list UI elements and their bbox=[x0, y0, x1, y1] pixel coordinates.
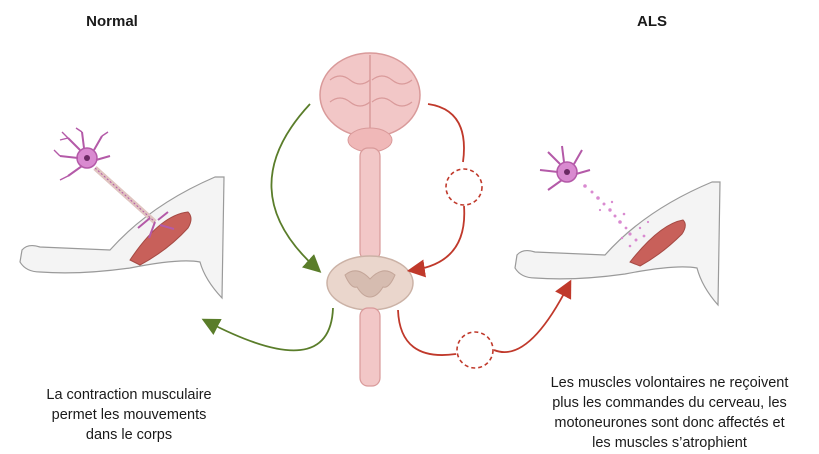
normal-caption-line: permet les mouvements bbox=[0, 405, 258, 425]
spinal-cord-section bbox=[327, 256, 413, 310]
normal-caption-line: La contraction musculaire bbox=[0, 385, 258, 405]
spinal-cord-upper bbox=[360, 148, 380, 260]
als-neuron bbox=[540, 146, 590, 190]
normal-caption: La contraction musculaire permet les mou… bbox=[0, 385, 258, 445]
als-caption-line: plus les commandes du cerveau, les bbox=[520, 393, 819, 413]
brain-to-spine-arrow-als-top bbox=[428, 104, 464, 162]
als-caption-line: motoneurones sont donc affectés et bbox=[520, 413, 819, 433]
brain-illustration bbox=[320, 53, 420, 152]
normal-caption-line: dans le corps bbox=[0, 425, 258, 445]
als-caption: Les muscles volontaires ne reçoivent plu… bbox=[520, 373, 819, 453]
als-arm-illustration bbox=[515, 146, 720, 305]
spine-to-muscle-arrow-normal bbox=[208, 308, 333, 350]
brain-to-spine-arrow-normal bbox=[271, 104, 316, 268]
spinal-cord-lower bbox=[360, 308, 380, 386]
als-caption-line: Les muscles volontaires ne reçoivent bbox=[520, 373, 819, 393]
brain-to-spine-arrow-als-bottom bbox=[414, 206, 464, 270]
broken-connection-upper bbox=[446, 169, 482, 205]
normal-arm-illustration bbox=[20, 128, 224, 298]
als-caption-line: les muscles s’atrophient bbox=[520, 433, 819, 453]
broken-connection-lower bbox=[457, 332, 493, 368]
spine-to-muscle-arrow-als-right bbox=[494, 286, 568, 352]
spine-to-muscle-arrow-als-left bbox=[398, 310, 456, 355]
